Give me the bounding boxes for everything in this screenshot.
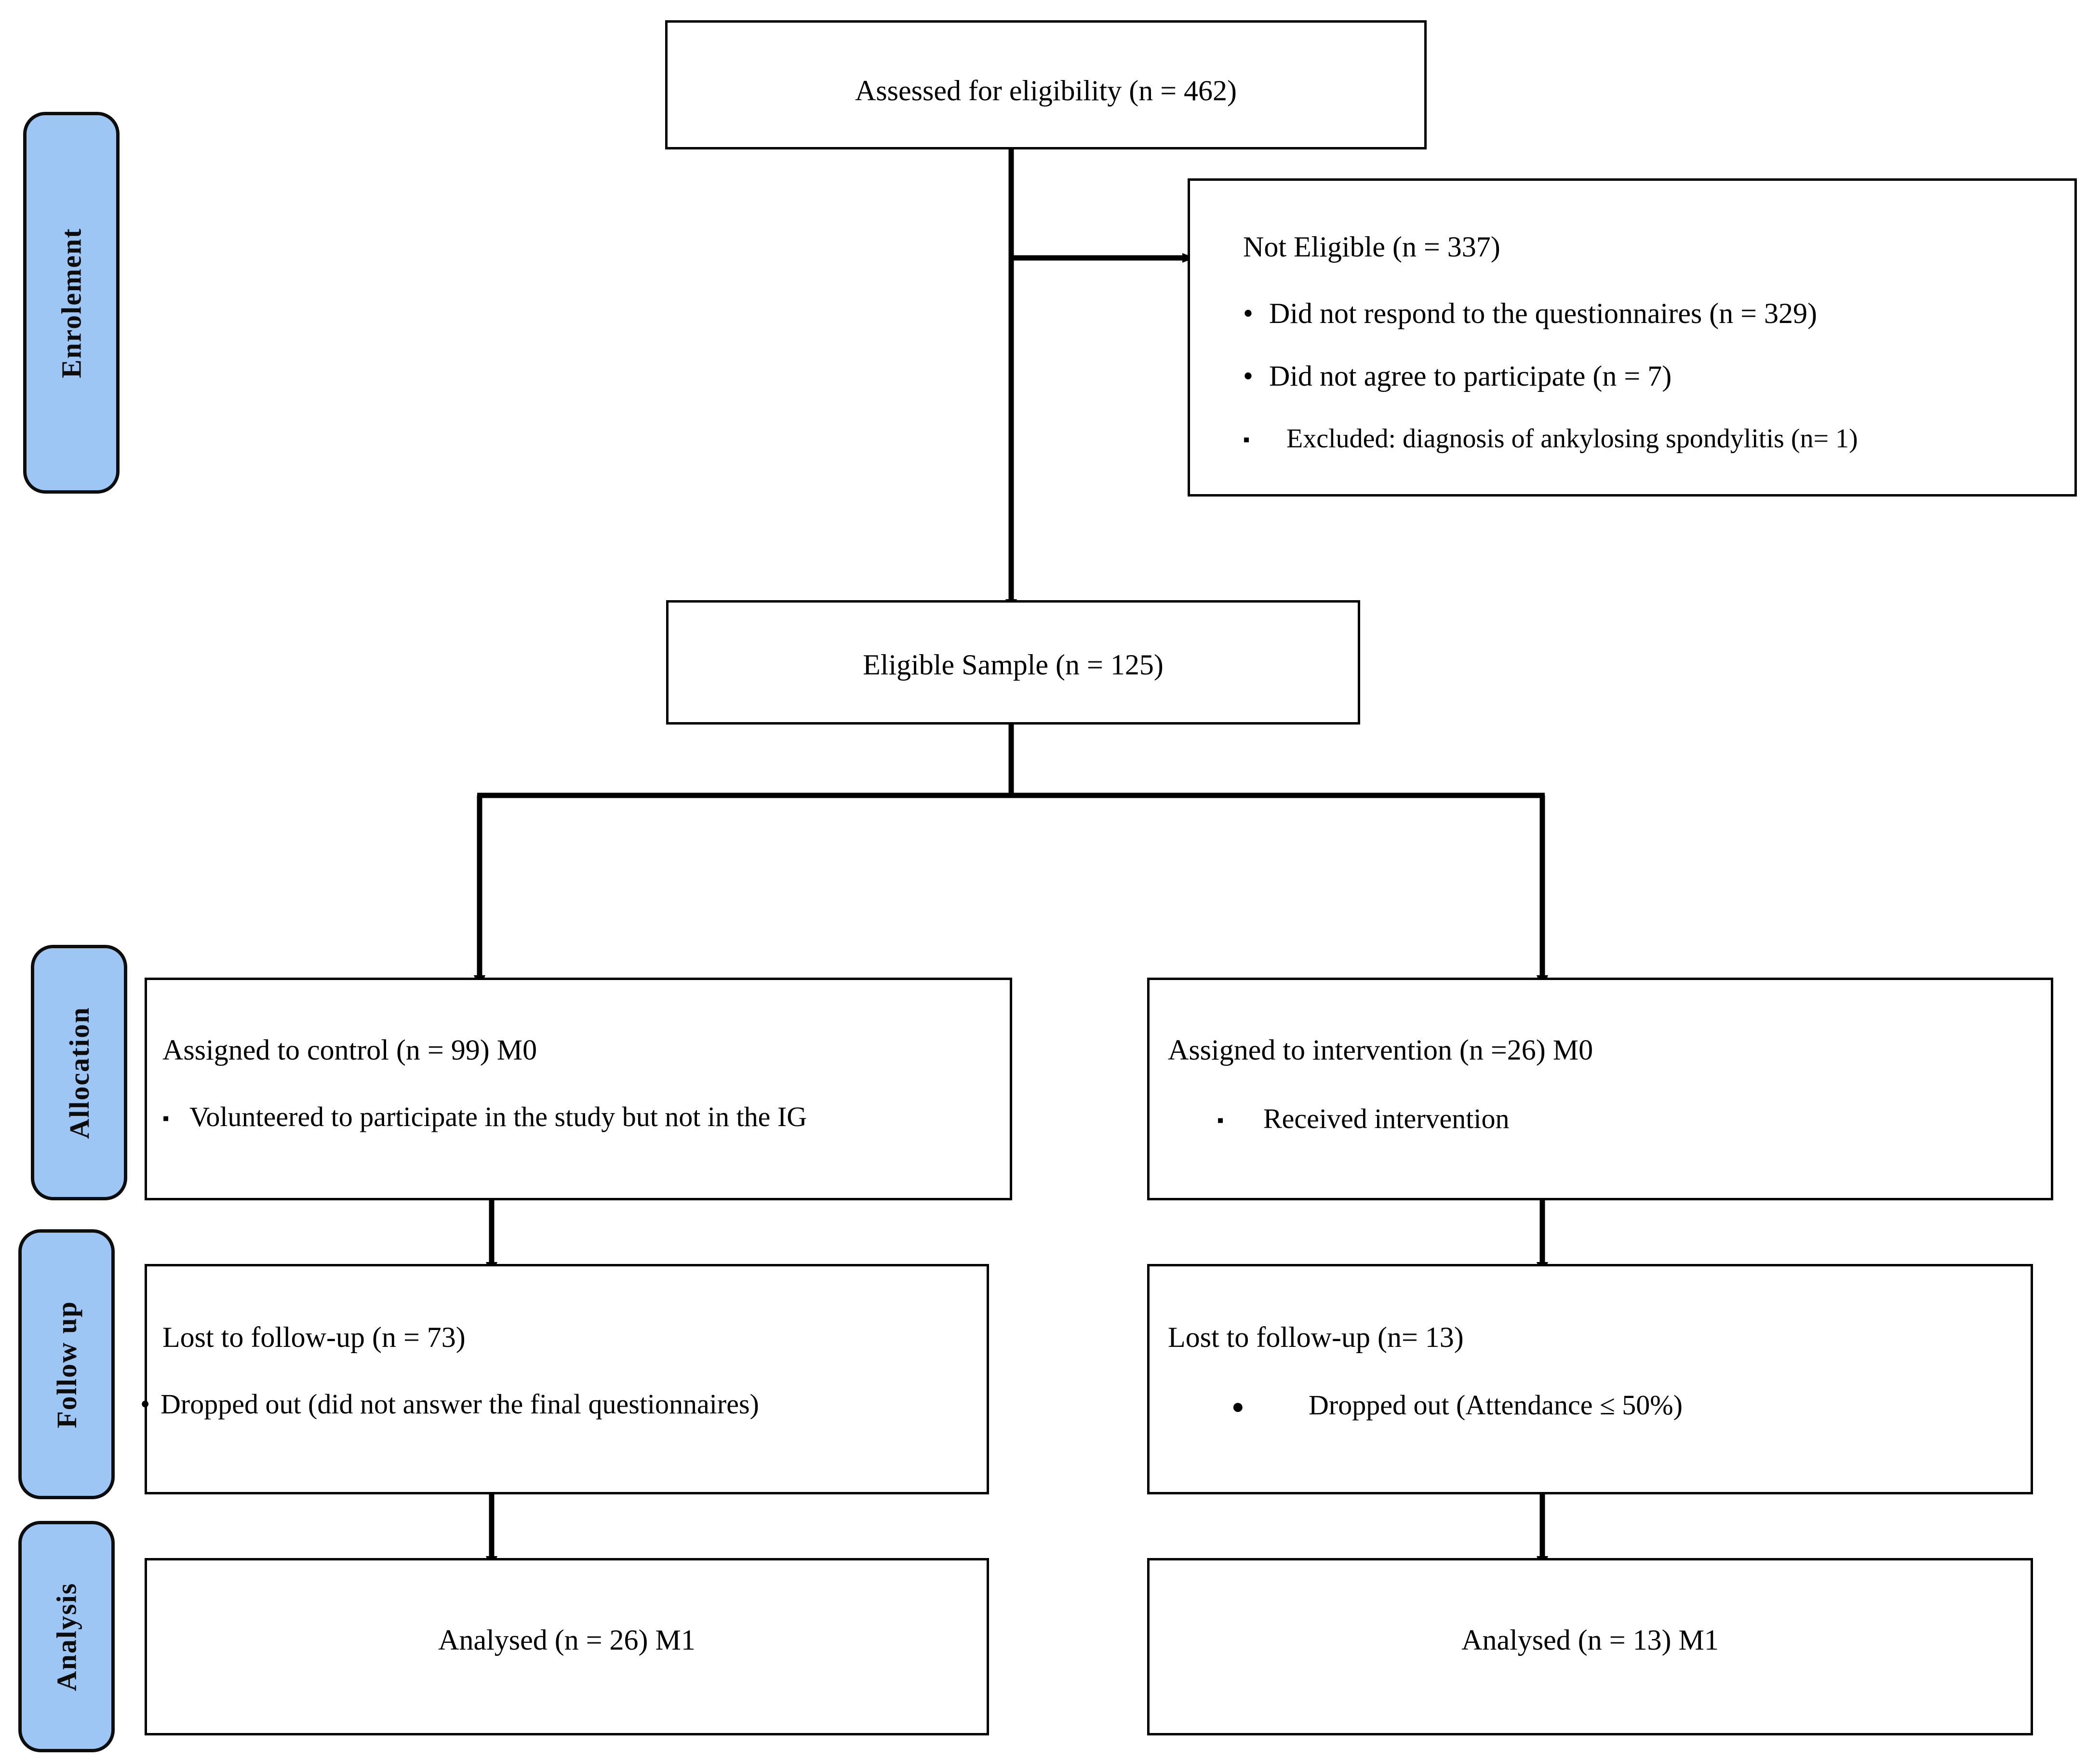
node-not-eligible-bullet-2: • Did not agree to participate (n = 7)	[1243, 358, 1672, 394]
node-follow-control-title: Lost to follow-up (n = 73)	[162, 1321, 466, 1353]
node-control-bullet-1-text: Volunteered to participate in the study …	[189, 1101, 807, 1132]
bullet-marker-dot: •	[1243, 297, 1254, 329]
node-eligible-title-wrap: Eligible Sample (n = 125)	[669, 647, 1358, 683]
bullet-marker-dot: •	[1243, 360, 1254, 392]
node-not-eligible-bullet-1: • Did not respond to the questionnaires (…	[1243, 296, 1817, 332]
node-analysed-control-title: Analysed (n = 26) M1	[438, 1624, 696, 1656]
node-follow-control-bullet-1-text: Dropped out (did not answer the final qu…	[161, 1388, 759, 1420]
node-follow-intervention-title-wrap: Lost to follow-up (n= 13)	[1168, 1319, 1464, 1356]
node-follow-intervention-bullet-1-text: Dropped out (Attendance ≤ 50%)	[1309, 1389, 1683, 1421]
node-intervention-title: Assigned to intervention (n =26) M0	[1168, 1034, 1593, 1066]
node-lost-to-follow-up-intervention: Lost to follow-up (n= 13) ● Dropped out (…	[1147, 1264, 2033, 1494]
node-not-eligible-bullet-2-text: Did not agree to participate (n = 7)	[1269, 360, 1672, 392]
stage-label-analysis: Analysis	[18, 1521, 115, 1752]
node-lost-to-follow-up-control: Lost to follow-up (n = 73) • Dropped out …	[140, 1264, 989, 1494]
node-intervention-bullet-1-text: Received intervention	[1263, 1103, 1510, 1134]
node-assessed-title: Assessed for eligibility (n = 462)	[855, 75, 1237, 107]
stage-label-enrolement-text: Enrolement	[55, 227, 87, 378]
node-control-title: Assigned to control (n = 99) M0	[162, 1034, 537, 1066]
bullet-marker-dot: ●	[1231, 1395, 1244, 1418]
bullet-marker-square: ▪	[162, 1107, 170, 1129]
stage-label-allocation-text: Allocation	[63, 1006, 95, 1139]
node-analysed-control: Analysed (n = 26) M1	[145, 1558, 989, 1735]
node-analysed-intervention-title-wrap: Analysed (n = 13) M1	[1150, 1622, 2031, 1658]
node-analysed-intervention-title: Analysed (n = 13) M1	[1461, 1624, 1719, 1656]
node-assigned-to-intervention: Assigned to intervention (n =26) M0 ▪ Rec…	[1147, 978, 2053, 1200]
node-follow-control-title-wrap: Lost to follow-up (n = 73)	[162, 1319, 466, 1356]
node-not-eligible-bullet-1-text: Did not respond to the questionnaires (n…	[1269, 297, 1817, 329]
node-control-bullet-1: ▪ Volunteered to participate in the study…	[162, 1100, 807, 1135]
node-assessed-title-wrap: Assessed for eligibility (n = 462)	[668, 73, 1424, 109]
node-not-eligible-title-wrap: Not Eligible (n = 337)	[1243, 229, 1500, 265]
node-analysed-control-title-wrap: Analysed (n = 26) M1	[147, 1622, 987, 1658]
node-eligible-title: Eligible Sample (n = 125)	[863, 649, 1164, 681]
node-not-eligible-bullet-3-text: Excluded: diagnosis of ankylosing spondy…	[1286, 424, 1858, 454]
node-intervention-bullet-1: ▪ Received intervention	[1217, 1102, 1510, 1137]
stage-label-follow-up-text: Follow up	[51, 1300, 82, 1428]
stage-label-allocation: Allocation	[31, 945, 127, 1200]
node-intervention-title-wrap: Assigned to intervention (n =26) M0	[1168, 1032, 1593, 1068]
node-follow-control-bullet-1: • Dropped out (did not answer the final q…	[140, 1387, 759, 1422]
bullet-marker-dot: •	[140, 1388, 150, 1420]
node-eligible-sample: Eligible Sample (n = 125)	[666, 600, 1360, 725]
bullet-marker-square: ▪	[1243, 429, 1250, 450]
node-follow-intervention-title: Lost to follow-up (n= 13)	[1168, 1321, 1464, 1353]
node-follow-intervention-bullet-1: ● Dropped out (Attendance ≤ 50%)	[1231, 1388, 1683, 1423]
stage-label-follow-up: Follow up	[18, 1229, 115, 1499]
node-control-title-wrap: Assigned to control (n = 99) M0	[162, 1032, 537, 1068]
node-not-eligible-bullet-3: ▪ Excluded: diagnosis of ankylosing spond…	[1243, 422, 1858, 456]
node-assigned-to-control: Assigned to control (n = 99) M0 ▪ Volunte…	[145, 978, 1012, 1200]
bullet-marker-square: ▪	[1217, 1109, 1224, 1131]
node-not-eligible-title: Not Eligible (n = 337)	[1243, 231, 1500, 263]
node-assessed-for-eligibility: Assessed for eligibility (n = 462)	[665, 20, 1427, 149]
node-not-eligible: Not Eligible (n = 337) • Did not respond …	[1188, 178, 2077, 497]
stage-label-analysis-text: Analysis	[51, 1582, 82, 1691]
stage-label-enrolement: Enrolement	[23, 112, 120, 494]
node-analysed-intervention: Analysed (n = 13) M1	[1147, 1558, 2033, 1735]
